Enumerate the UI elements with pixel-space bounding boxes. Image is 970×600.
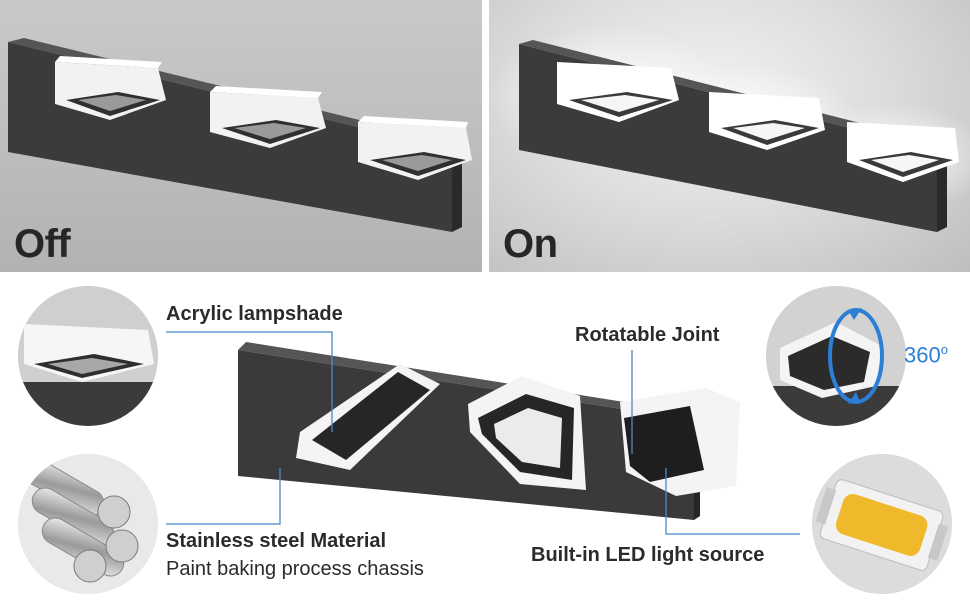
led-source-label: Built-in LED light source <box>531 544 765 566</box>
rotatable-joint-label: Rotatable Joint <box>575 324 720 346</box>
off-photo-panel: Off <box>0 0 482 272</box>
rotatable-joint-image <box>766 286 906 426</box>
stainless-steel-label: Stainless steel Material <box>166 530 387 552</box>
on-label: On <box>503 222 558 266</box>
feature-callouts-area: Acrylic lampshade Rotatable Joint Stainl… <box>0 272 970 600</box>
acrylic-lampshade-label: Acrylic lampshade <box>166 303 343 325</box>
chassis-label: Paint baking process chassis <box>166 558 424 580</box>
rotated-fixture-illustration <box>166 331 800 535</box>
off-label: Off <box>14 222 71 266</box>
rotation-degree-label: 360o <box>904 342 948 368</box>
rotation-unit: o <box>940 342 948 357</box>
fixture-off-illustration <box>8 38 472 232</box>
fixture-on-illustration <box>489 25 970 232</box>
steel-bars-image <box>18 454 158 594</box>
on-photo-panel: On <box>489 0 970 272</box>
lampshade-closeup-image <box>18 286 158 426</box>
rotation-value: 360 <box>904 342 941 368</box>
led-chip-image <box>812 454 952 594</box>
